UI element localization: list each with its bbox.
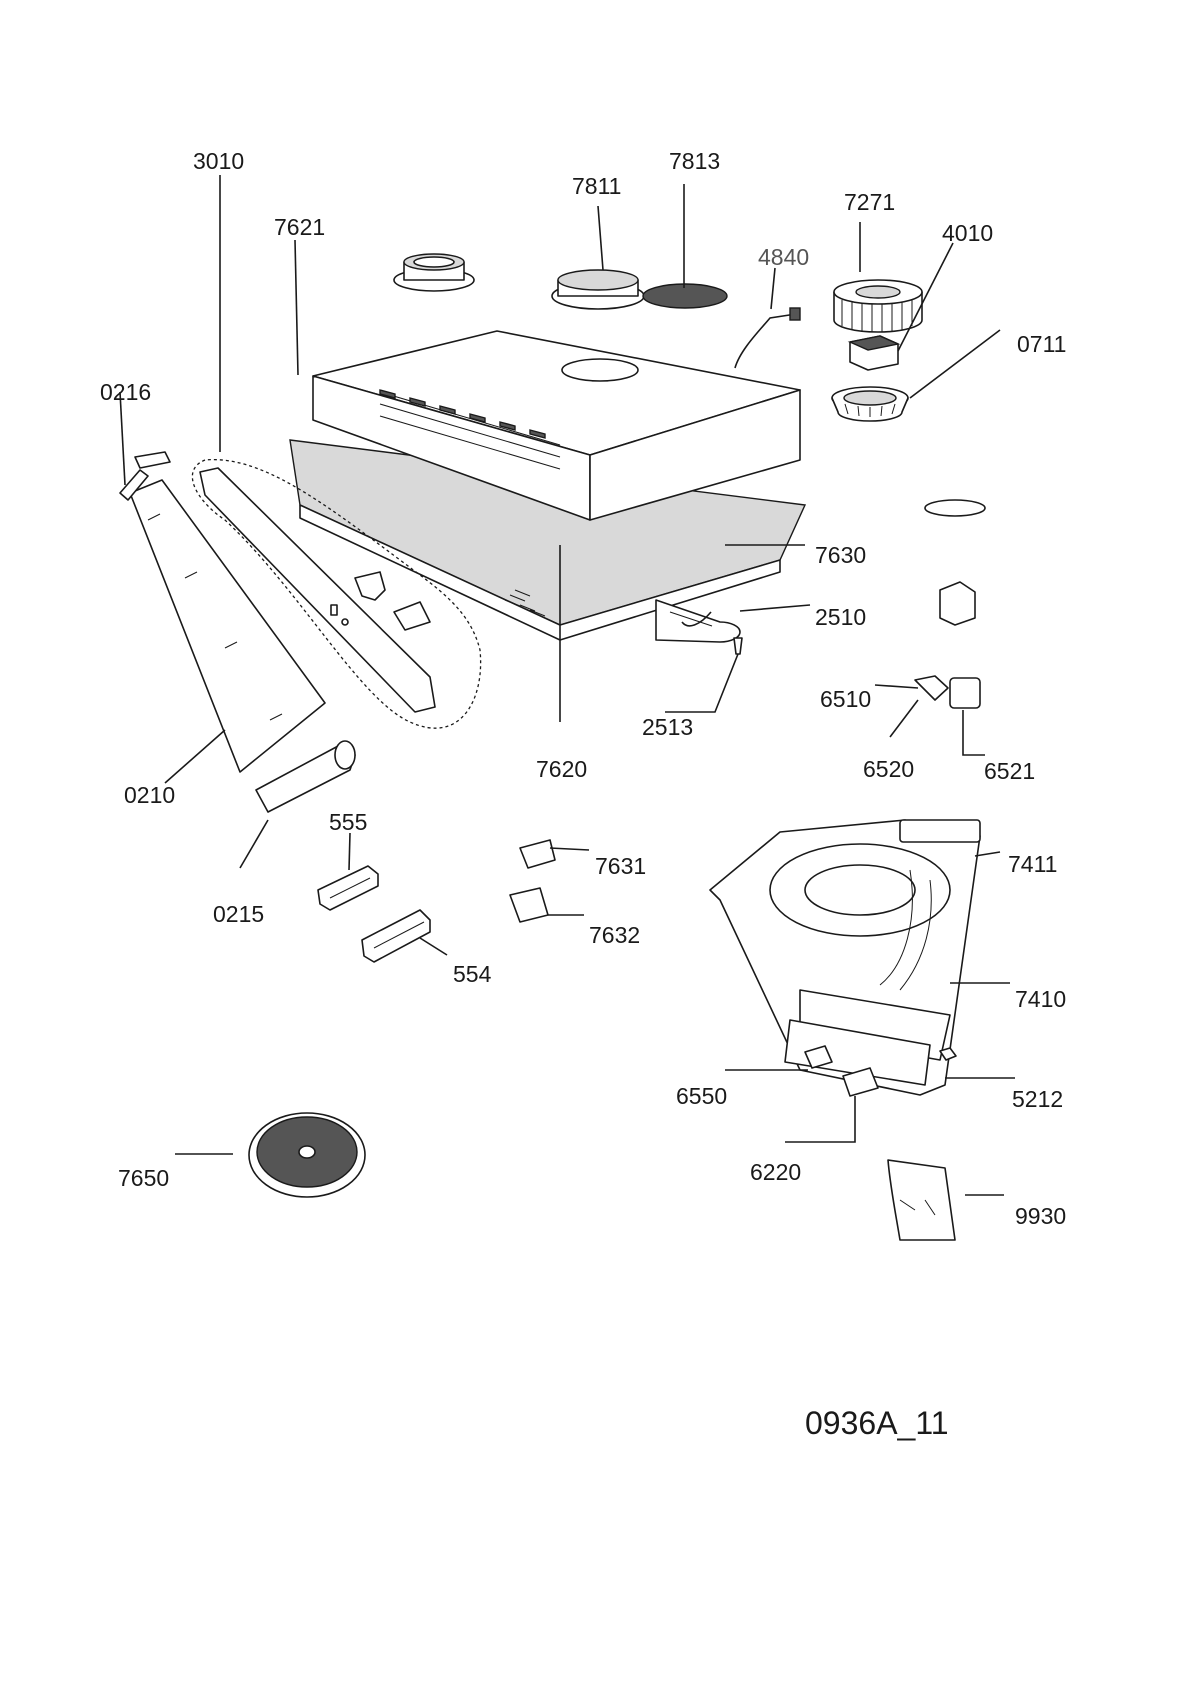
label-0216: 0216 <box>100 379 151 405</box>
terminal-block <box>939 581 976 626</box>
part-7632 <box>509 887 549 923</box>
part-5212-nut <box>939 1047 957 1061</box>
label-6220: 6220 <box>750 1159 801 1185</box>
part-7813-disc <box>642 283 728 309</box>
part-0711-fan <box>831 386 909 422</box>
label-2513: 2513 <box>642 714 693 740</box>
label-554: 554 <box>453 961 492 987</box>
part-4840-cable <box>734 313 797 369</box>
hood-body <box>289 330 807 641</box>
outlet-collar <box>393 253 475 292</box>
part-7811-ring <box>551 269 645 310</box>
label-4840: 4840 <box>758 244 809 270</box>
label-7631: 7631 <box>595 853 646 879</box>
part-0215-bracket <box>255 740 356 813</box>
label-2510: 2510 <box>815 604 866 630</box>
part-9930-bag <box>887 1159 956 1241</box>
label-5212: 5212 <box>1012 1086 1063 1112</box>
label-7811: 7811 <box>572 173 621 199</box>
label-7620: 7620 <box>536 756 587 782</box>
loop-cable <box>924 499 986 517</box>
label-7630: 7630 <box>815 542 866 568</box>
part-2510-bar <box>655 599 741 643</box>
label-3010: 3010 <box>193 148 244 174</box>
label-6520: 6520 <box>863 756 914 782</box>
label-7813: 7813 <box>669 148 720 174</box>
label-7271: 7271 <box>844 189 895 215</box>
part-7631 <box>519 839 556 869</box>
label-7650: 7650 <box>118 1165 169 1191</box>
part-7271-motor <box>833 279 923 333</box>
clip-b <box>393 601 431 631</box>
part-555-switch <box>317 865 379 911</box>
part-2513-screw <box>733 637 743 655</box>
part-6220 <box>842 1067 879 1097</box>
part-3010-front-rail <box>191 458 482 729</box>
label-7411: 7411 <box>1008 851 1057 877</box>
part-0216-clip <box>119 451 171 501</box>
part-7410-housing <box>709 819 981 1096</box>
label-7632: 7632 <box>589 922 640 948</box>
label-7621: 7621 <box>274 214 325 240</box>
label-4010: 4010 <box>942 220 993 246</box>
leader-lines <box>119 175 1015 1196</box>
label-6550: 6550 <box>676 1083 727 1109</box>
label-0215: 0215 <box>213 901 264 927</box>
diagram-code: 0936A_11 <box>805 1405 949 1441</box>
lamp-assembly <box>914 675 981 709</box>
label-0210: 0210 <box>124 782 175 808</box>
label-0711: 0711 <box>1017 331 1066 357</box>
label-555: 555 <box>329 809 367 835</box>
part-6550 <box>804 1045 833 1069</box>
part-0210-glass-panel <box>129 479 326 773</box>
part-7650-carbon-filter <box>248 1112 366 1198</box>
label-6510: 6510 <box>820 686 871 712</box>
part-4010-block <box>847 335 901 371</box>
label-7410: 7410 <box>1015 986 1066 1012</box>
part-labels: 3010 7621 7811 7813 7271 4010 4840 0711 … <box>100 148 1066 1441</box>
clip-a <box>354 571 386 601</box>
part-554-switch <box>361 909 431 963</box>
label-6521: 6521 <box>984 758 1035 784</box>
label-9930: 9930 <box>1015 1203 1066 1229</box>
